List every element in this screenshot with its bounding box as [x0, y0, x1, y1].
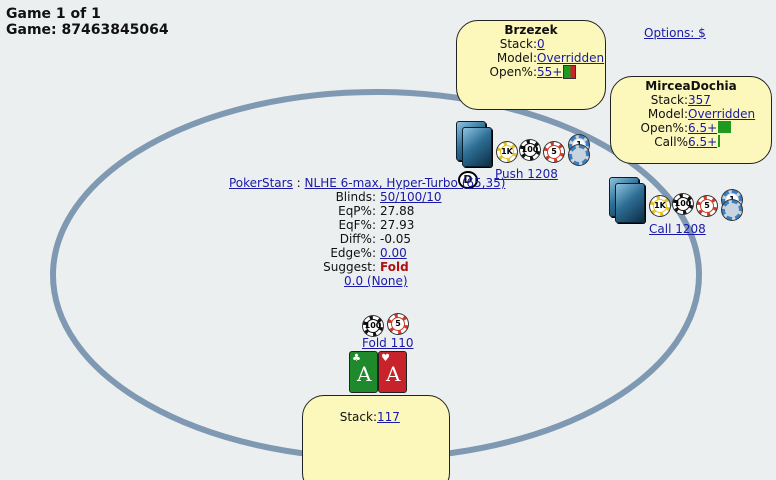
edge-value[interactable]: 0.00: [380, 246, 407, 260]
open-label: Open%:: [640, 121, 689, 135]
chip-5: 5: [388, 314, 408, 334]
player-box-hero: Stack:117: [302, 395, 450, 480]
game-counter: Game 1 of 1: [6, 6, 101, 22]
player-name: MirceaDochia: [645, 79, 737, 93]
model-value[interactable]: Overridden: [688, 107, 756, 121]
options-link[interactable]: Options: $: [644, 26, 706, 40]
diff-label: Diff%:: [339, 232, 376, 246]
hero-card-ace-hearts: ♥A: [378, 351, 407, 393]
chip-5: 5: [697, 196, 717, 216]
eqf-label: EqF%:: [338, 218, 376, 232]
player-box-brzezek: Brzezek Stack:0 Model:Overridden Open%:5…: [456, 20, 606, 110]
stack-label: Stack:: [339, 410, 377, 424]
open-range-flag: [563, 65, 577, 79]
blinds-label: Blinds:: [335, 190, 376, 204]
chip-1: [569, 145, 589, 165]
chip-1k: 1K: [497, 142, 517, 162]
chip-1: [722, 200, 742, 220]
game-id: Game: 87463845064: [6, 22, 169, 38]
stack-label: Stack:: [499, 37, 537, 51]
action-push[interactable]: Push 1208: [495, 167, 558, 181]
chip-100: 100: [363, 316, 383, 336]
open-value[interactable]: 55+: [537, 65, 563, 79]
model-value[interactable]: Overridden: [537, 51, 605, 65]
chip-100: 100: [520, 140, 540, 160]
stack-value[interactable]: 357: [688, 93, 711, 107]
hero-card-ace-clubs: ♣A: [349, 351, 378, 393]
diff-value: -0.05: [380, 232, 412, 246]
open-label: Open%:: [489, 65, 538, 79]
dealer-button: D: [458, 171, 478, 189]
stack-value[interactable]: 117: [377, 410, 400, 424]
chip-100: 100: [673, 194, 693, 214]
eqf-value: 27.93: [380, 218, 415, 232]
player-box-mirceadochia: MirceaDochia Stack:357 Model:Overridden …: [610, 76, 772, 164]
suggest-label: Suggest:: [323, 260, 376, 274]
call-range-flag: [718, 135, 721, 147]
card-back: [615, 183, 645, 223]
chip-1k: 1K: [650, 196, 670, 216]
action-call[interactable]: Call 1208: [649, 222, 706, 236]
blinds-value[interactable]: 50/100/10: [380, 190, 442, 204]
site-link[interactable]: PokerStars: [229, 176, 293, 190]
eqp-label: EqP%:: [338, 204, 376, 218]
game-header: Game 1 of 1 Game: 87463845064: [6, 6, 169, 38]
model-label: Model:: [496, 51, 537, 65]
card-back: [462, 127, 492, 167]
ev-link[interactable]: 0.0 (None): [344, 274, 408, 288]
open-value[interactable]: 6.5+: [688, 121, 718, 135]
call-value[interactable]: 6.5+: [688, 135, 718, 149]
stack-label: Stack:: [650, 93, 688, 107]
edge-label: Edge%:: [330, 246, 376, 260]
stack-value[interactable]: 0: [537, 37, 545, 51]
model-label: Model:: [647, 107, 688, 121]
call-label: Call%: [654, 135, 688, 149]
player-name: Brzezek: [504, 23, 558, 37]
open-range-flag: [718, 121, 732, 133]
chip-5: 5: [544, 142, 564, 162]
action-fold[interactable]: Fold 110: [362, 336, 414, 350]
game-type-link[interactable]: NLHE 6-max, Hyper-Turbo (65,35): [304, 176, 506, 190]
suggest-value: Fold: [380, 260, 409, 274]
eqp-value: 27.88: [380, 204, 415, 218]
